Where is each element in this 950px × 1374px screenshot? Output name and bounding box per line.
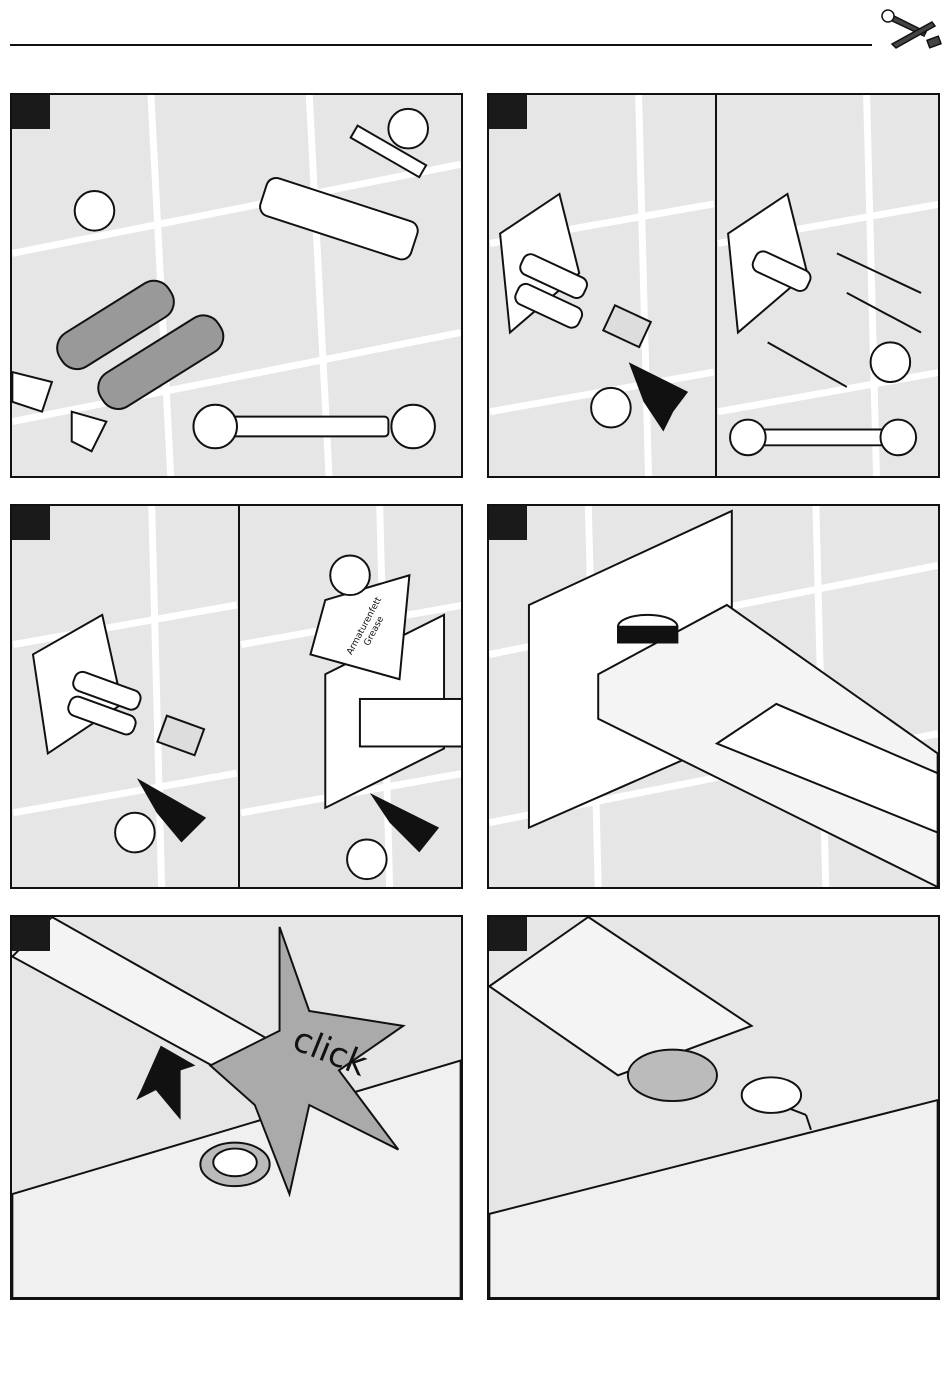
wrench-icon	[730, 420, 916, 456]
step-4-badge	[489, 506, 527, 540]
step-2-panel	[487, 93, 940, 478]
step-4-panel	[487, 504, 940, 889]
callout-circle	[591, 388, 631, 428]
step-3a-illustration	[12, 506, 238, 887]
callout-circle	[115, 813, 155, 853]
step-2b-illustration	[717, 95, 940, 476]
step-6-badge	[489, 917, 527, 951]
step-1-badge	[12, 95, 50, 129]
wrench-icon	[193, 405, 434, 449]
step-2a-illustration	[489, 95, 715, 476]
step-5-panel: click	[10, 915, 463, 1300]
up-arrow-icon	[136, 1046, 195, 1120]
step-5-illustration	[12, 917, 461, 1298]
mounting-plate-icon	[728, 194, 813, 333]
step-3-panel: Armaturenfett Grease	[10, 504, 463, 889]
step-6-panel	[487, 915, 940, 1300]
step-4-illustration	[489, 506, 938, 887]
step-5-badge	[12, 917, 50, 951]
callout-circle	[347, 839, 387, 879]
step-3b-illustration	[240, 506, 463, 887]
wrench-screwdriver-icon	[880, 8, 942, 54]
arrow-icon	[629, 362, 688, 431]
step-1-illustration	[12, 95, 461, 476]
step-6-illustration	[489, 917, 938, 1298]
cover-plate-icon	[489, 917, 937, 1298]
rotate-arrow-icon	[618, 615, 677, 643]
callout-circle	[330, 555, 370, 595]
step-3-badge	[12, 506, 50, 540]
step-1-panel	[10, 93, 463, 478]
callout-circle	[871, 342, 911, 382]
step-2-badge	[489, 95, 527, 129]
rotate-arrow-icon	[742, 1077, 801, 1113]
header-rule	[10, 44, 872, 46]
cover-plate-icon	[12, 917, 460, 1298]
